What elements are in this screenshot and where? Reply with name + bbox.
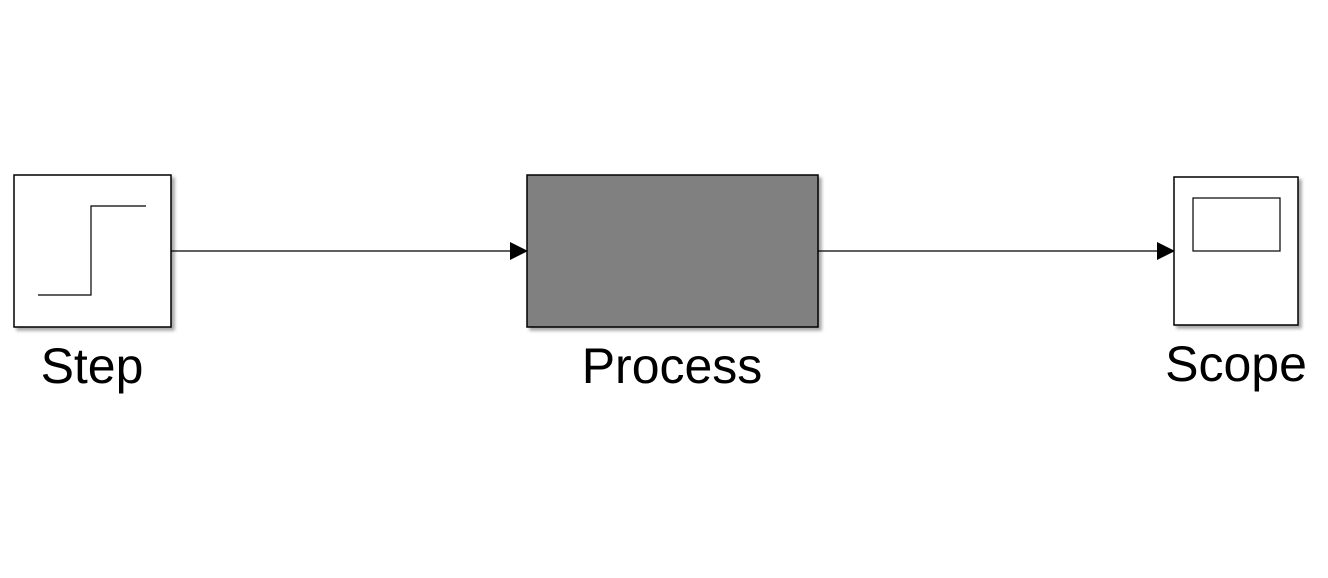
process-block-label: Process xyxy=(581,338,763,394)
step-icon xyxy=(38,205,146,296)
process-block[interactable] xyxy=(526,174,819,328)
process-block-frame[interactable] xyxy=(526,174,819,328)
scope-block[interactable] xyxy=(1173,176,1299,326)
scope-icon xyxy=(1192,197,1281,252)
step-block-frame[interactable] xyxy=(13,174,172,328)
step-block-label: Step xyxy=(40,338,144,394)
step-block[interactable] xyxy=(13,174,172,328)
scope-block-label: Scope xyxy=(1165,336,1307,392)
